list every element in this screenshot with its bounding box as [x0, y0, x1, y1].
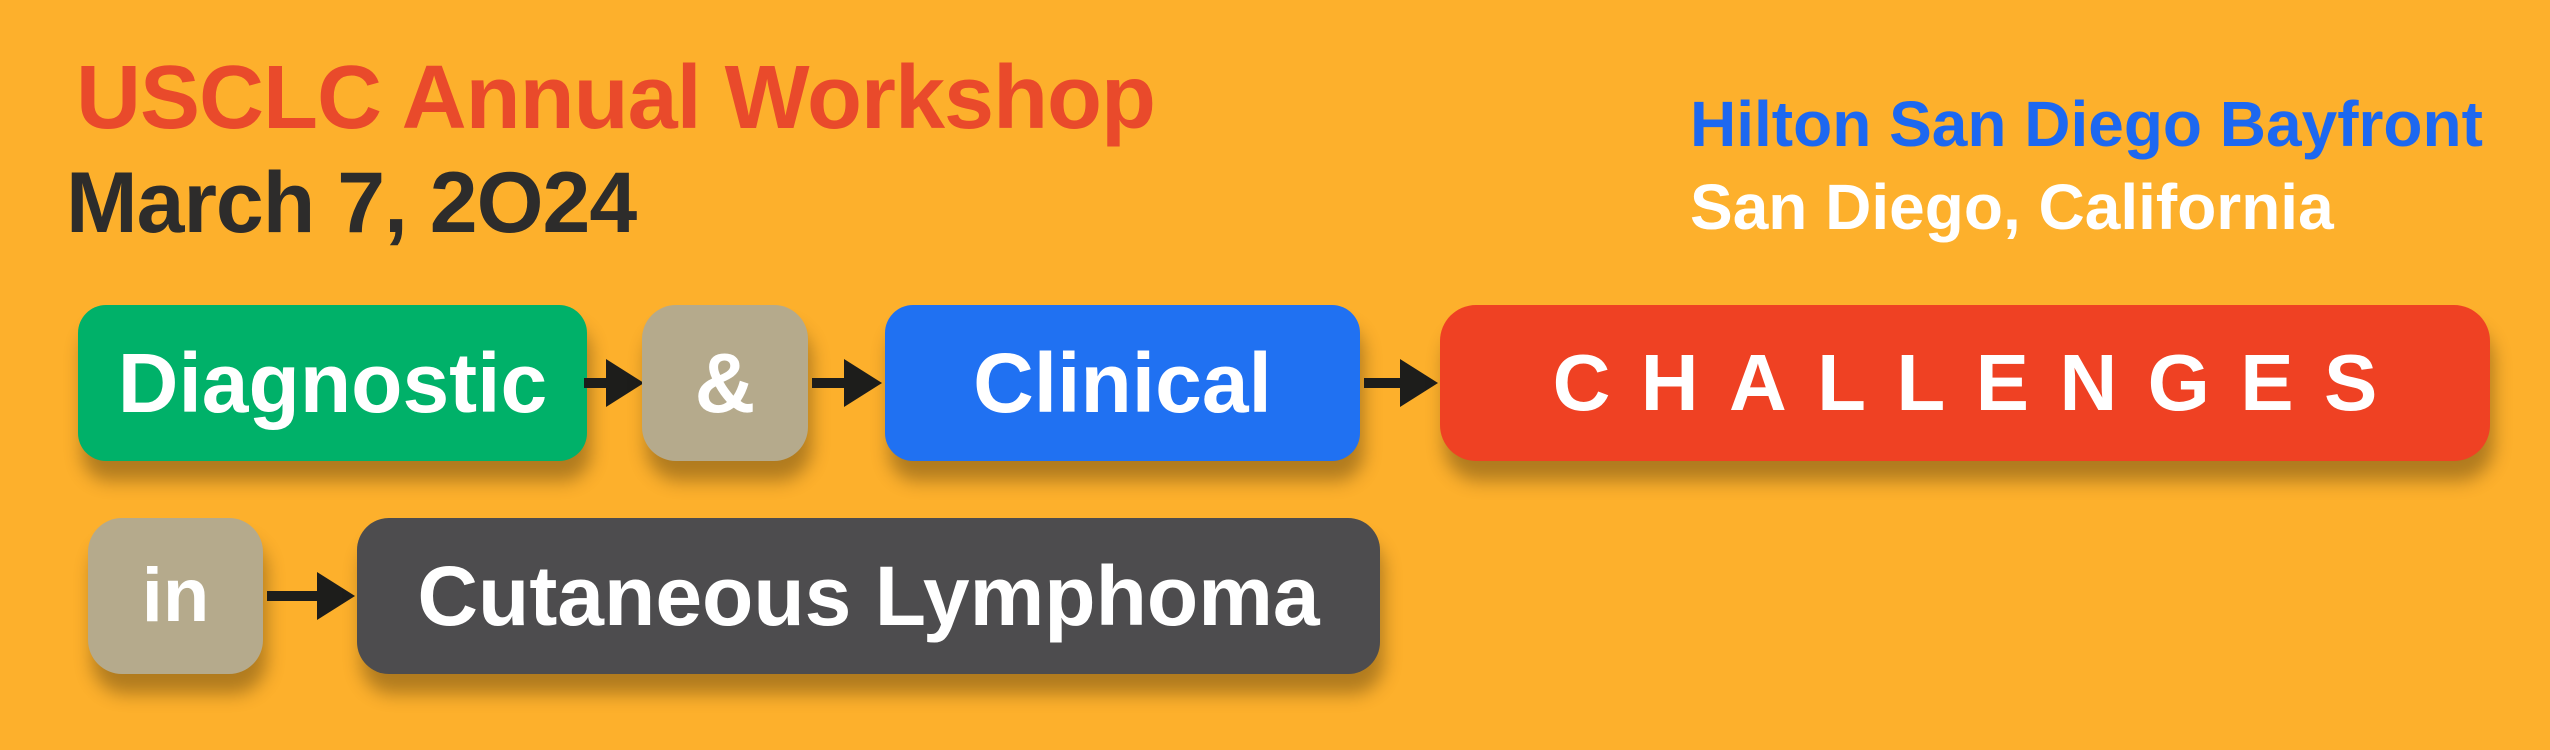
- node-in-label: in: [141, 553, 210, 638]
- arrow-shaft: [1364, 378, 1400, 388]
- arrow-right-icon: [1364, 359, 1438, 407]
- workshop-date: March 7, 2O24: [66, 155, 637, 251]
- arrow-head-icon: [317, 572, 355, 620]
- arrow-head-icon: [1400, 359, 1438, 407]
- node-diagnostic-label: Diagnostic: [117, 336, 548, 430]
- node-ampersand: &: [642, 305, 808, 461]
- workshop-title: USCLC Annual Workshop: [76, 48, 1156, 148]
- arrow-shaft: [812, 378, 844, 388]
- node-clinical: Clinical: [885, 305, 1360, 461]
- arrow-head-icon: [606, 359, 644, 407]
- node-cutaneous-lymphoma: Cutaneous Lymphoma: [357, 518, 1380, 674]
- arrow-right-icon: [267, 572, 355, 620]
- node-diagnostic: Diagnostic: [78, 305, 587, 461]
- venue-location: San Diego, California: [1690, 171, 2334, 243]
- node-in: in: [88, 518, 263, 674]
- arrow-shaft: [267, 591, 317, 601]
- arrow-right-icon: [812, 359, 882, 407]
- arrow-right-icon: [584, 359, 644, 407]
- node-ampersand-label: &: [694, 336, 756, 430]
- node-cutaneous-lymphoma-label: Cutaneous Lymphoma: [417, 549, 1320, 643]
- node-clinical-label: Clinical: [973, 336, 1272, 430]
- arrow-head-icon: [844, 359, 882, 407]
- node-challenges: CHALLENGES: [1440, 305, 2490, 461]
- arrow-shaft: [584, 378, 606, 388]
- node-challenges-label: CHALLENGES: [1552, 338, 2408, 427]
- venue-name: Hilton San Diego Bayfront: [1690, 88, 2483, 160]
